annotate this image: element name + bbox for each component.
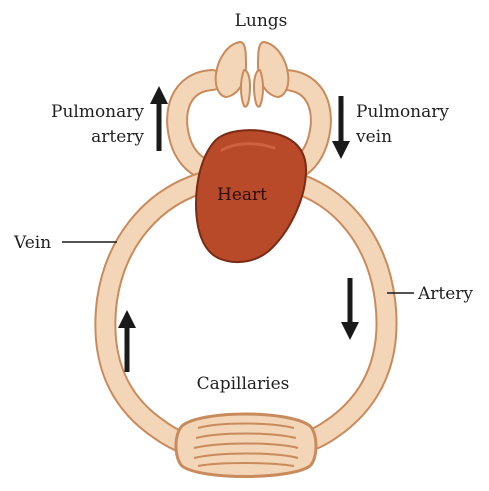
capillary-tube-2 [195,432,297,439]
capillary-bundle-outline [174,412,318,478]
vein-label: Vein [13,233,51,253]
pulmonary-artery-label-line2: artery [91,127,144,147]
pulmonary-artery-arrow [150,86,168,151]
left-lung-lower [240,68,252,108]
pulmonary-artery-label-line1: Pulmonary [51,102,144,122]
heart-shape [194,129,308,264]
capillary-tube-4 [193,452,299,459]
lungs [214,40,290,108]
leader-lines [62,241,414,294]
artery-arrow [341,278,359,340]
lungs-label: Lungs [235,11,288,31]
left-lung [214,40,248,98]
arrows [118,86,359,372]
right-lung [256,40,290,98]
capillaries [174,412,318,478]
heart-highlight [220,142,276,152]
capillary-tube-3 [193,442,299,449]
labels: Lungs Pulmonary artery Pulmonary vein Ve… [13,11,473,394]
right-lung-lower [252,68,264,108]
heart: Heart [194,129,308,264]
pulmonary-vein-label-line1: Pulmonary [356,102,449,122]
capillary-tube-5 [197,462,295,467]
heart-label: Heart [217,185,267,205]
capillary-tube-1 [197,422,295,429]
pulmonary-vein-label-line2: vein [355,127,392,147]
artery-label: Artery [417,284,473,304]
pulmonary-vein-arrow [332,96,350,159]
vein-arrow [118,310,136,372]
capillaries-label: Capillaries [197,374,290,394]
